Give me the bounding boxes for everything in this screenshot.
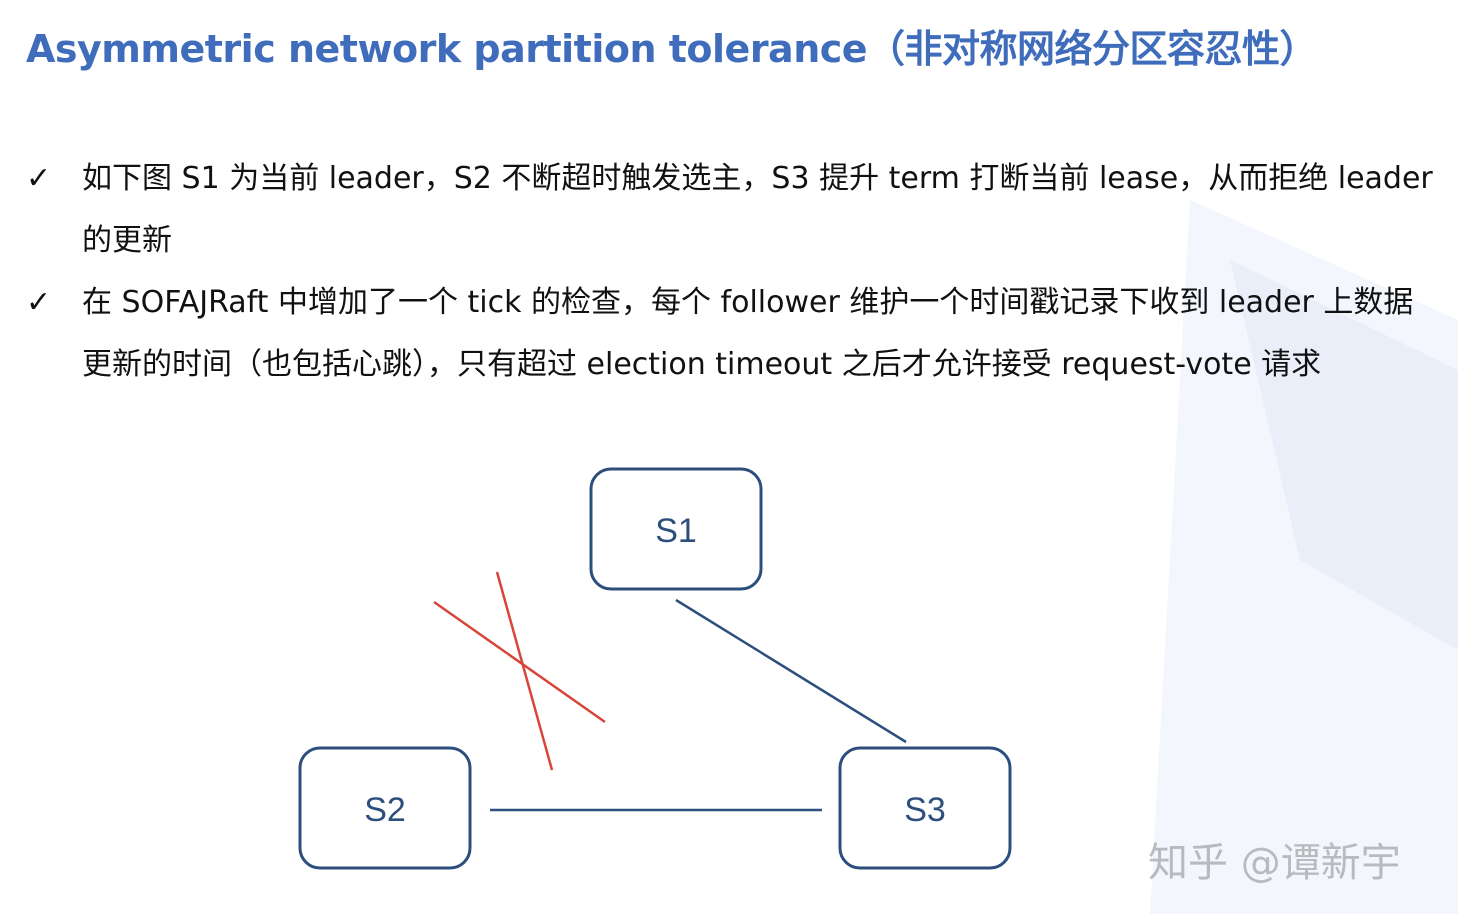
watermark: 知乎 @谭新宇 — [1148, 840, 1401, 886]
link-s1-s3 — [675, 598, 907, 744]
bullet-list: ✓ 如下图 S1 为当前 leader，S2 不断超时触发选主，S3 提升 te… — [26, 148, 1436, 396]
node-s1-label: S1 — [655, 512, 697, 550]
node-s3: S3 — [838, 746, 1012, 870]
node-s2-label: S2 — [364, 791, 406, 829]
node-s2: S2 — [298, 746, 472, 870]
checkmark-icon: ✓ — [26, 161, 52, 196]
bullet-item-1: ✓ 如下图 S1 为当前 leader，S2 不断超时触发选主，S3 提升 te… — [26, 148, 1436, 272]
node-s3-box — [838, 746, 1012, 870]
node-s2-box — [298, 746, 472, 870]
bullet-item-2: ✓ 在 SOFAJRaft 中增加了一个 tick 的检查，每个 followe… — [26, 272, 1436, 396]
broken-link-mark — [495, 571, 554, 771]
page-title: Asymmetric network partition tolerance（非… — [26, 27, 1318, 71]
broken-link-mark — [433, 600, 606, 724]
checkmark-icon: ✓ — [26, 285, 52, 320]
node-s1: S1 — [589, 467, 763, 591]
bullet-text-2: 在 SOFAJRaft 中增加了一个 tick 的检查，每个 follower … — [82, 285, 1414, 382]
node-s1-box — [589, 467, 763, 591]
node-s3-label: S3 — [904, 791, 946, 829]
bullet-text-1: 如下图 S1 为当前 leader，S2 不断超时触发选主，S3 提升 term… — [82, 161, 1433, 258]
